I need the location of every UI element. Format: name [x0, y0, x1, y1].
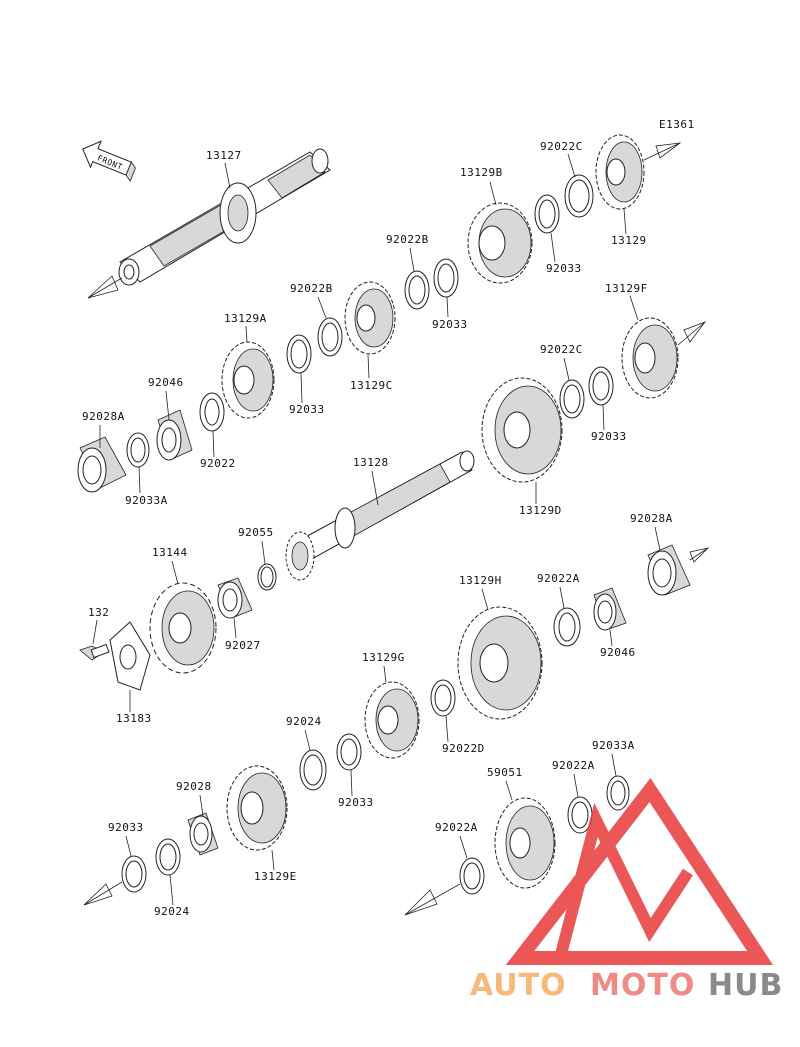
- output-shaft-13128: [285, 450, 475, 581]
- watermark-triangle-outer: [505, 777, 773, 965]
- watermark-triangle-inner: [554, 802, 694, 960]
- sprocket-13144: [149, 582, 217, 674]
- label-92022: 92022: [200, 457, 236, 470]
- watermark-part3: HUB: [708, 968, 783, 1003]
- gear-13129E: [226, 765, 288, 851]
- bushing-92028A-a: [77, 436, 127, 493]
- label-92033-a: 92033: [546, 262, 582, 275]
- label-92055: 92055: [238, 526, 274, 539]
- bearing-92046-a: [156, 409, 193, 461]
- label-132: 132: [88, 606, 109, 619]
- watermark-part2: MOTO: [590, 968, 695, 1003]
- label-92027: 92027: [225, 639, 261, 652]
- bolt-132: [79, 643, 110, 661]
- label-92033A-b: 92033A: [592, 739, 635, 752]
- label-92022B-a: 92022B: [386, 233, 429, 246]
- label-92046-a: 92046: [148, 376, 184, 389]
- collar-92028: [187, 812, 219, 856]
- diagram-code: E1361: [659, 118, 695, 131]
- label-92022A-c: 92022A: [435, 821, 478, 834]
- label-92022A-b: 92022A: [552, 759, 595, 772]
- label-92028A-b: 92028A: [630, 512, 673, 525]
- label-92028A-a: 92028A: [82, 410, 125, 423]
- label-92033-d: 92033: [591, 430, 627, 443]
- label-92046-b: 92046: [600, 646, 636, 659]
- label-92024-b: 92024: [154, 905, 190, 918]
- label-13129H: 13129H: [459, 574, 502, 587]
- gear-13129B: [467, 202, 533, 284]
- bushing-92028A-b: [647, 544, 710, 596]
- gear-13129D: [481, 377, 563, 483]
- label-13183: 13183: [116, 712, 152, 725]
- gear-13129: [595, 134, 682, 210]
- watermark-logo-icon: [505, 777, 773, 965]
- label-13128: 13128: [353, 456, 389, 469]
- gear-59051: [494, 797, 556, 889]
- label-13127: 13127: [206, 149, 242, 162]
- label-13129A: 13129A: [224, 312, 267, 325]
- watermark-part1: AUTO: [470, 968, 567, 1003]
- label-92033-c: 92033: [289, 403, 325, 416]
- label-13129: 13129: [611, 234, 647, 247]
- label-13129E: 13129E: [254, 870, 297, 883]
- label-92033-f: 92033: [108, 821, 144, 834]
- label-92033-b: 92033: [432, 318, 468, 331]
- label-92028: 92028: [176, 780, 212, 793]
- gear-13129C: [344, 281, 396, 355]
- label-92033A-a: 92033A: [125, 494, 168, 507]
- front-arrow-icon: FRONT: [82, 140, 136, 182]
- gear-13129G: [364, 681, 420, 759]
- plate-13183: [109, 621, 151, 691]
- watermark-text: AUTO MOTO HUB: [470, 968, 783, 1003]
- bearing-92046-b: [593, 587, 627, 631]
- gear-13129H: [457, 606, 543, 720]
- label-92024-a: 92024: [286, 715, 322, 728]
- gear-13129F: [621, 317, 707, 399]
- label-92022D: 92022D: [442, 742, 485, 755]
- label-92022A-a: 92022A: [537, 572, 580, 585]
- label-92022B-b: 92022B: [290, 282, 333, 295]
- label-13129B: 13129B: [460, 166, 503, 179]
- gear-13129A: [221, 341, 275, 419]
- label-92022C-top: 92022C: [540, 140, 583, 153]
- label-13144: 13144: [152, 546, 188, 559]
- label-59051: 59051: [487, 766, 523, 779]
- label-92022C-b: 92022C: [540, 343, 583, 356]
- label-13129G: 13129G: [362, 651, 405, 664]
- label-13129C: 13129C: [350, 379, 393, 392]
- label-92033-e: 92033: [338, 796, 374, 809]
- label-13129F: 13129F: [605, 282, 648, 295]
- label-13129D: 13129D: [519, 504, 562, 517]
- input-shaft-13127: [87, 148, 331, 299]
- collar-92027: [217, 577, 253, 619]
